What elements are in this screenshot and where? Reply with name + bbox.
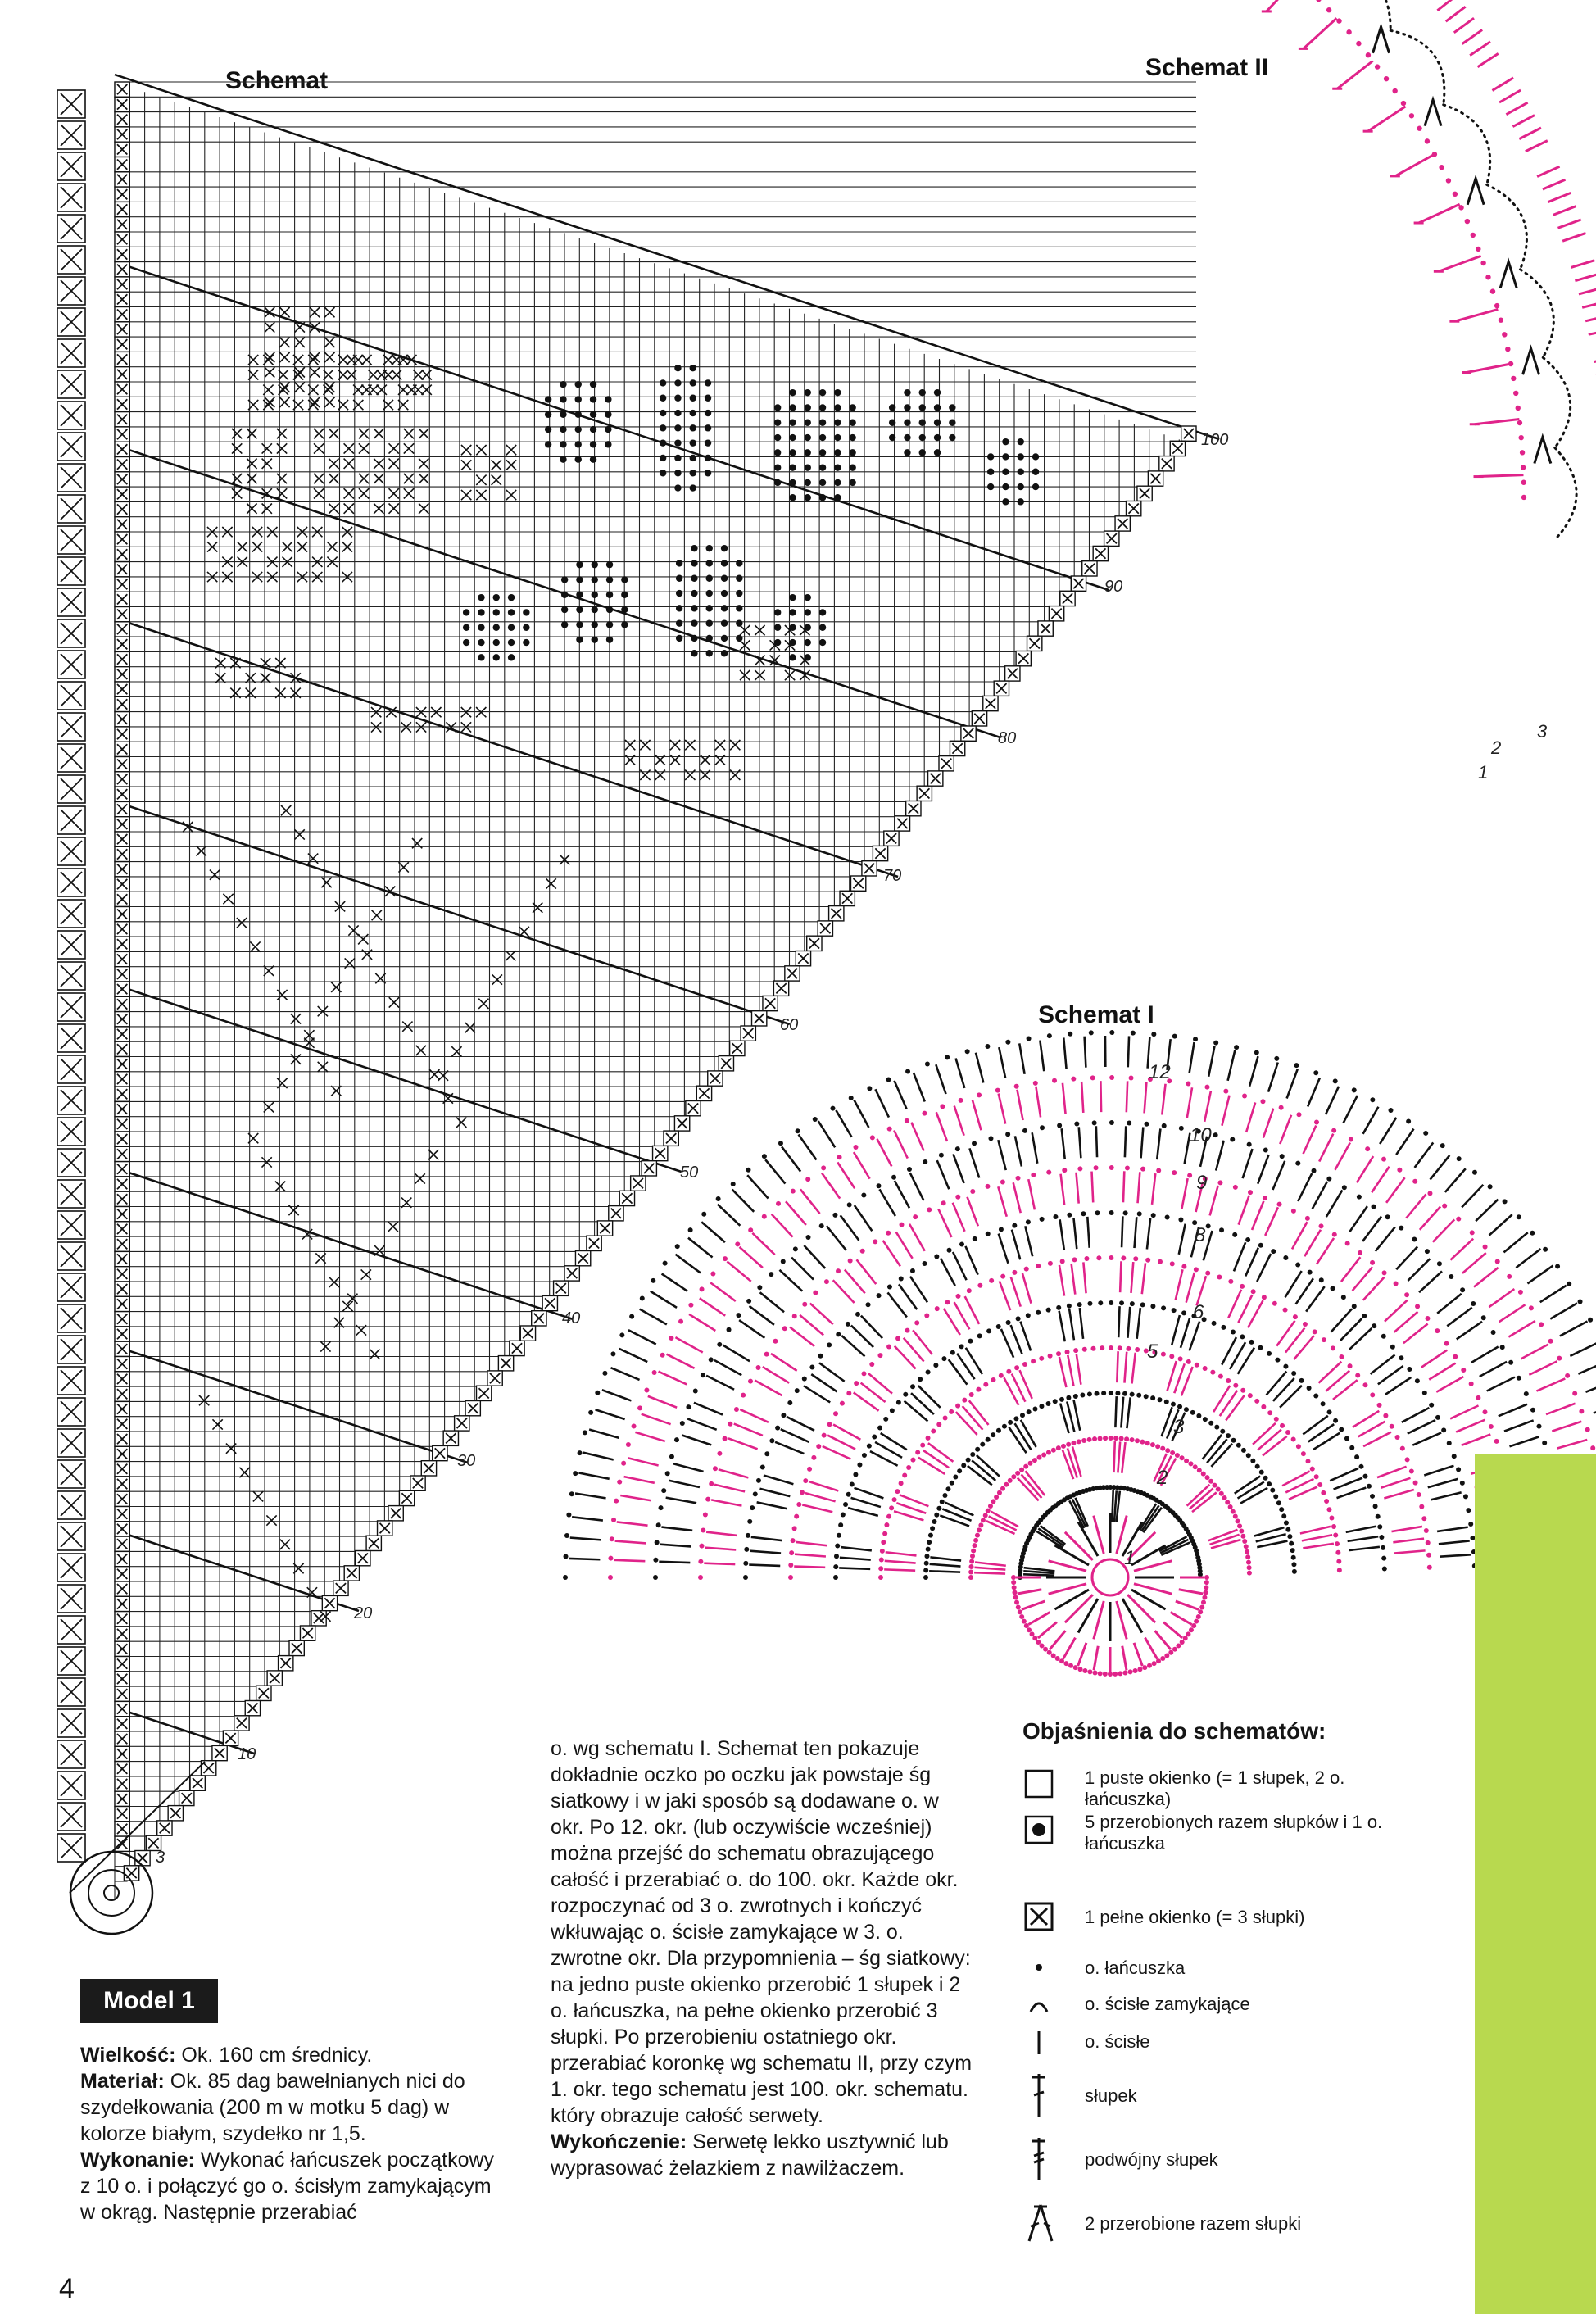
schemat-ii-border xyxy=(1261,0,1596,541)
row-number-80: 80 xyxy=(998,729,1017,747)
finish-label: Wykończenie: xyxy=(551,2130,687,2153)
left-edge-zigzag xyxy=(57,89,86,1863)
legend-text: 5 przerobionych razem słupków i 1 o. łań… xyxy=(1085,1812,1383,1853)
schemat-ii-heading: Schemat II xyxy=(1145,54,1269,81)
round-number: 8 xyxy=(1195,1224,1206,1246)
round-number: 1 xyxy=(1124,1547,1136,1569)
legend-text: 1 pełne okienko (= 3 słupki) xyxy=(1085,1907,1305,1927)
legend-title: Objaśnienia do schematów: xyxy=(1022,1718,1326,1744)
dot-icon xyxy=(1036,1964,1042,1971)
model-badge: Model 1 xyxy=(80,1979,218,2023)
row-number-60: 60 xyxy=(780,1016,799,1034)
bar-icon xyxy=(1037,2031,1041,2054)
x-square-icon xyxy=(1024,1902,1054,1931)
material-text: Ok. 85 dag bawełnianych nici do szydełko… xyxy=(80,2070,465,2145)
round-number: 2 xyxy=(1157,1467,1168,1489)
dot-square-icon xyxy=(1024,1815,1054,1844)
legend-text: podwójny słupek xyxy=(1085,2149,1218,2170)
schemat-ii-row-number: 1 xyxy=(1478,762,1489,783)
text-column-1: Wielkość: Ok. 160 cm średnicy. Materiał:… xyxy=(80,2042,506,2226)
row-number-100: 100 xyxy=(1201,431,1229,449)
row-number-30: 30 xyxy=(457,1452,476,1470)
row-number-3: 3 xyxy=(156,1849,165,1867)
double-treble-icon xyxy=(1032,2138,1045,2180)
round-number: 6 xyxy=(1193,1301,1204,1323)
text-column-2: o. wg schematu I. Schemat ten pokazuje d… xyxy=(551,1736,977,2181)
row-number-90: 90 xyxy=(1104,578,1123,596)
row-number-50: 50 xyxy=(680,1164,699,1182)
size-text: Ok. 160 cm średnicy. xyxy=(175,2044,373,2067)
material-label: Materiał: xyxy=(80,2070,165,2093)
row-number-20: 20 xyxy=(354,1604,373,1622)
legend-text: 1 puste okienko (= 1 słupek, 2 o. łańcus… xyxy=(1085,1767,1345,1809)
row-number-70: 70 xyxy=(883,867,902,885)
filet-grid xyxy=(114,73,1220,1899)
schemat-i-heading: Schemat I xyxy=(1038,1001,1154,1028)
row-number-40: 40 xyxy=(562,1309,581,1327)
instructions-text: o. wg schematu I. Schemat ten pokazuje d… xyxy=(551,1737,973,2127)
center-ring xyxy=(69,1761,206,1935)
round-number: 5 xyxy=(1147,1341,1158,1363)
legend-text: o. ścisłe xyxy=(1085,2031,1150,2052)
round-number: 9 xyxy=(1196,1172,1208,1194)
page-number: 4 xyxy=(59,2273,75,2304)
legend-text: 2 przerobione razem słupki xyxy=(1085,2213,1302,2234)
row-number-10: 10 xyxy=(238,1745,256,1763)
legend-text: słupek xyxy=(1085,2085,1137,2106)
legend: Objaśnienia do schematów: 1 puste okienk… xyxy=(1022,1718,1465,2242)
schemat-i-fan xyxy=(563,1030,1596,1677)
arc-icon xyxy=(1029,2002,1049,2012)
round-number: 10 xyxy=(1190,1124,1212,1146)
cluster-icon xyxy=(1027,2204,1054,2242)
schemat-heading: Schemat xyxy=(225,67,329,94)
green-side-bar xyxy=(1475,1454,1596,2314)
empty-square-icon xyxy=(1024,1769,1054,1799)
schemat-ii-row-number: 2 xyxy=(1491,737,1502,758)
finish-text: Serwetę lekko usztywnić lub wyprasować ż… xyxy=(551,2130,949,2180)
legend-text: o. łańcuszka xyxy=(1085,1958,1186,1978)
treble-icon xyxy=(1032,2074,1045,2117)
size-label: Wielkość: xyxy=(80,2044,176,2067)
work-text: Wykonać łańcuszek początkowy z 10 o. i p… xyxy=(80,2148,495,2224)
work-label: Wykonanie: xyxy=(80,2148,195,2171)
round-number: 3 xyxy=(1173,1416,1185,1438)
schemat-ii-row-number: 3 xyxy=(1537,721,1548,742)
round-number: 12 xyxy=(1149,1061,1171,1083)
legend-text: o. ścisłe zamykające xyxy=(1085,1994,1250,2014)
